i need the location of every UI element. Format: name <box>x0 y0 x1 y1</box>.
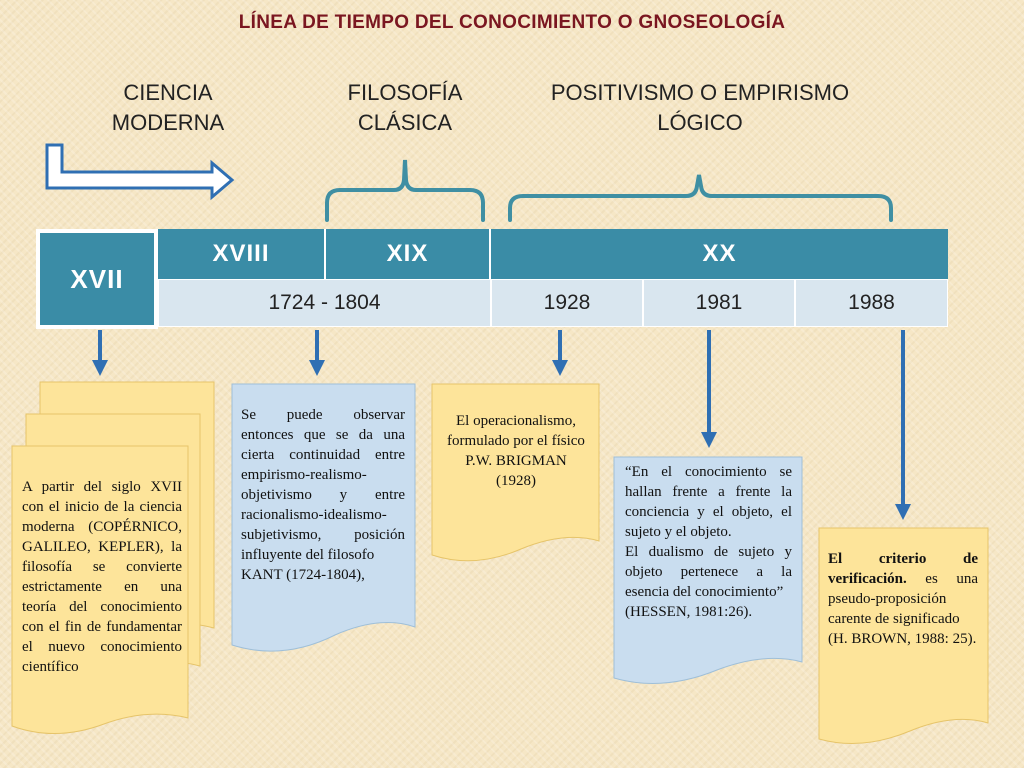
document-shape <box>431 383 600 562</box>
era-line: FILOSOFÍA <box>347 80 463 105</box>
note-filosofia-kant: Se puede observar entonces que se da una… <box>231 383 417 685</box>
document-shape <box>613 456 803 684</box>
note-line: (1928) <box>496 473 536 489</box>
note-text: El operacionalismo, formulado por el fís… <box>441 411 591 491</box>
era-label-ciencia-moderna: CIENCIA MODERNA <box>88 78 248 138</box>
timeline-table: XVII XVIII XIX XX 1724 - 1804 1928 1981 … <box>36 229 948 329</box>
era-line: MODERNA <box>111 110 225 135</box>
note-text: “En el conocimiento se hallan frente a f… <box>625 462 792 622</box>
era-line: CLÁSICA <box>357 110 453 135</box>
stacked-document-shape <box>11 381 215 734</box>
note-line: “En el conocimiento se hallan frente a f… <box>625 464 792 540</box>
note-line: El dualismo de sujeto y objeto pertenece… <box>625 544 792 600</box>
note-line: (HESSEN, 1981:26). <box>625 604 753 620</box>
note-bold-heading: El criterio de verificación. <box>828 551 978 587</box>
note-hessen: “En el conocimiento se hallan frente a f… <box>613 456 804 700</box>
century-cell-xx: XX <box>491 229 948 279</box>
note-text: Se puede observar entonces que se da una… <box>241 405 405 585</box>
era-label-filosofia-clasica: FILOSOFÍA CLÁSICA <box>320 78 490 138</box>
note-line: El criterio de verificación. es una pseu… <box>828 549 978 629</box>
l-shaped-arrow <box>45 143 235 201</box>
year-cell-1981: 1981 <box>643 279 795 327</box>
curly-bracket-filosofia <box>325 159 485 222</box>
era-line: POSITIVISMO O EMPIRISMO <box>550 80 850 105</box>
era-line: CIENCIA <box>123 80 213 105</box>
note-line: El operacionalismo, formulado por el fís… <box>447 413 585 449</box>
century-cell-xix: XIX <box>326 229 491 279</box>
note-line: KANT (1724-1804), <box>241 567 365 583</box>
page-title: LÍNEA DE TIEMPO DEL CONOCIMIENTO O GNOSE… <box>238 12 786 33</box>
note-text: A partir del siglo XVII con el inicio de… <box>22 479 182 675</box>
century-cell-xviii: XVIII <box>158 229 326 279</box>
century-cell-xvii: XVII <box>36 229 158 329</box>
note-citation: (H. BROWN, 1988: 25). <box>828 631 977 647</box>
note-line-rest: es una pseudo-proposición carente de sig… <box>828 571 978 627</box>
curly-bracket-positivismo <box>508 174 893 222</box>
note-line: Se puede observar entonces que se da una… <box>241 407 405 563</box>
era-label-positivismo: POSITIVISMO O EMPIRISMO LÓGICO <box>520 78 880 138</box>
era-line: LÓGICO <box>657 110 743 135</box>
note-ciencia-moderna: A partir del siglo XVII con el inicio de… <box>8 380 218 760</box>
note-criterio-verificacion: El criterio de verificación. es una pseu… <box>818 527 990 760</box>
year-cell-1988: 1988 <box>795 279 948 327</box>
year-cell-1724-1804: 1724 - 1804 <box>158 279 491 327</box>
document-shape <box>231 383 416 652</box>
note-operacionalismo: El operacionalismo, formulado por el fís… <box>431 383 601 583</box>
year-cell-1928: 1928 <box>491 279 643 327</box>
note-line: P.W. BRIGMAN <box>465 453 567 469</box>
document-shape <box>818 527 989 744</box>
note-text: El criterio de verificación. es una pseu… <box>828 549 978 649</box>
